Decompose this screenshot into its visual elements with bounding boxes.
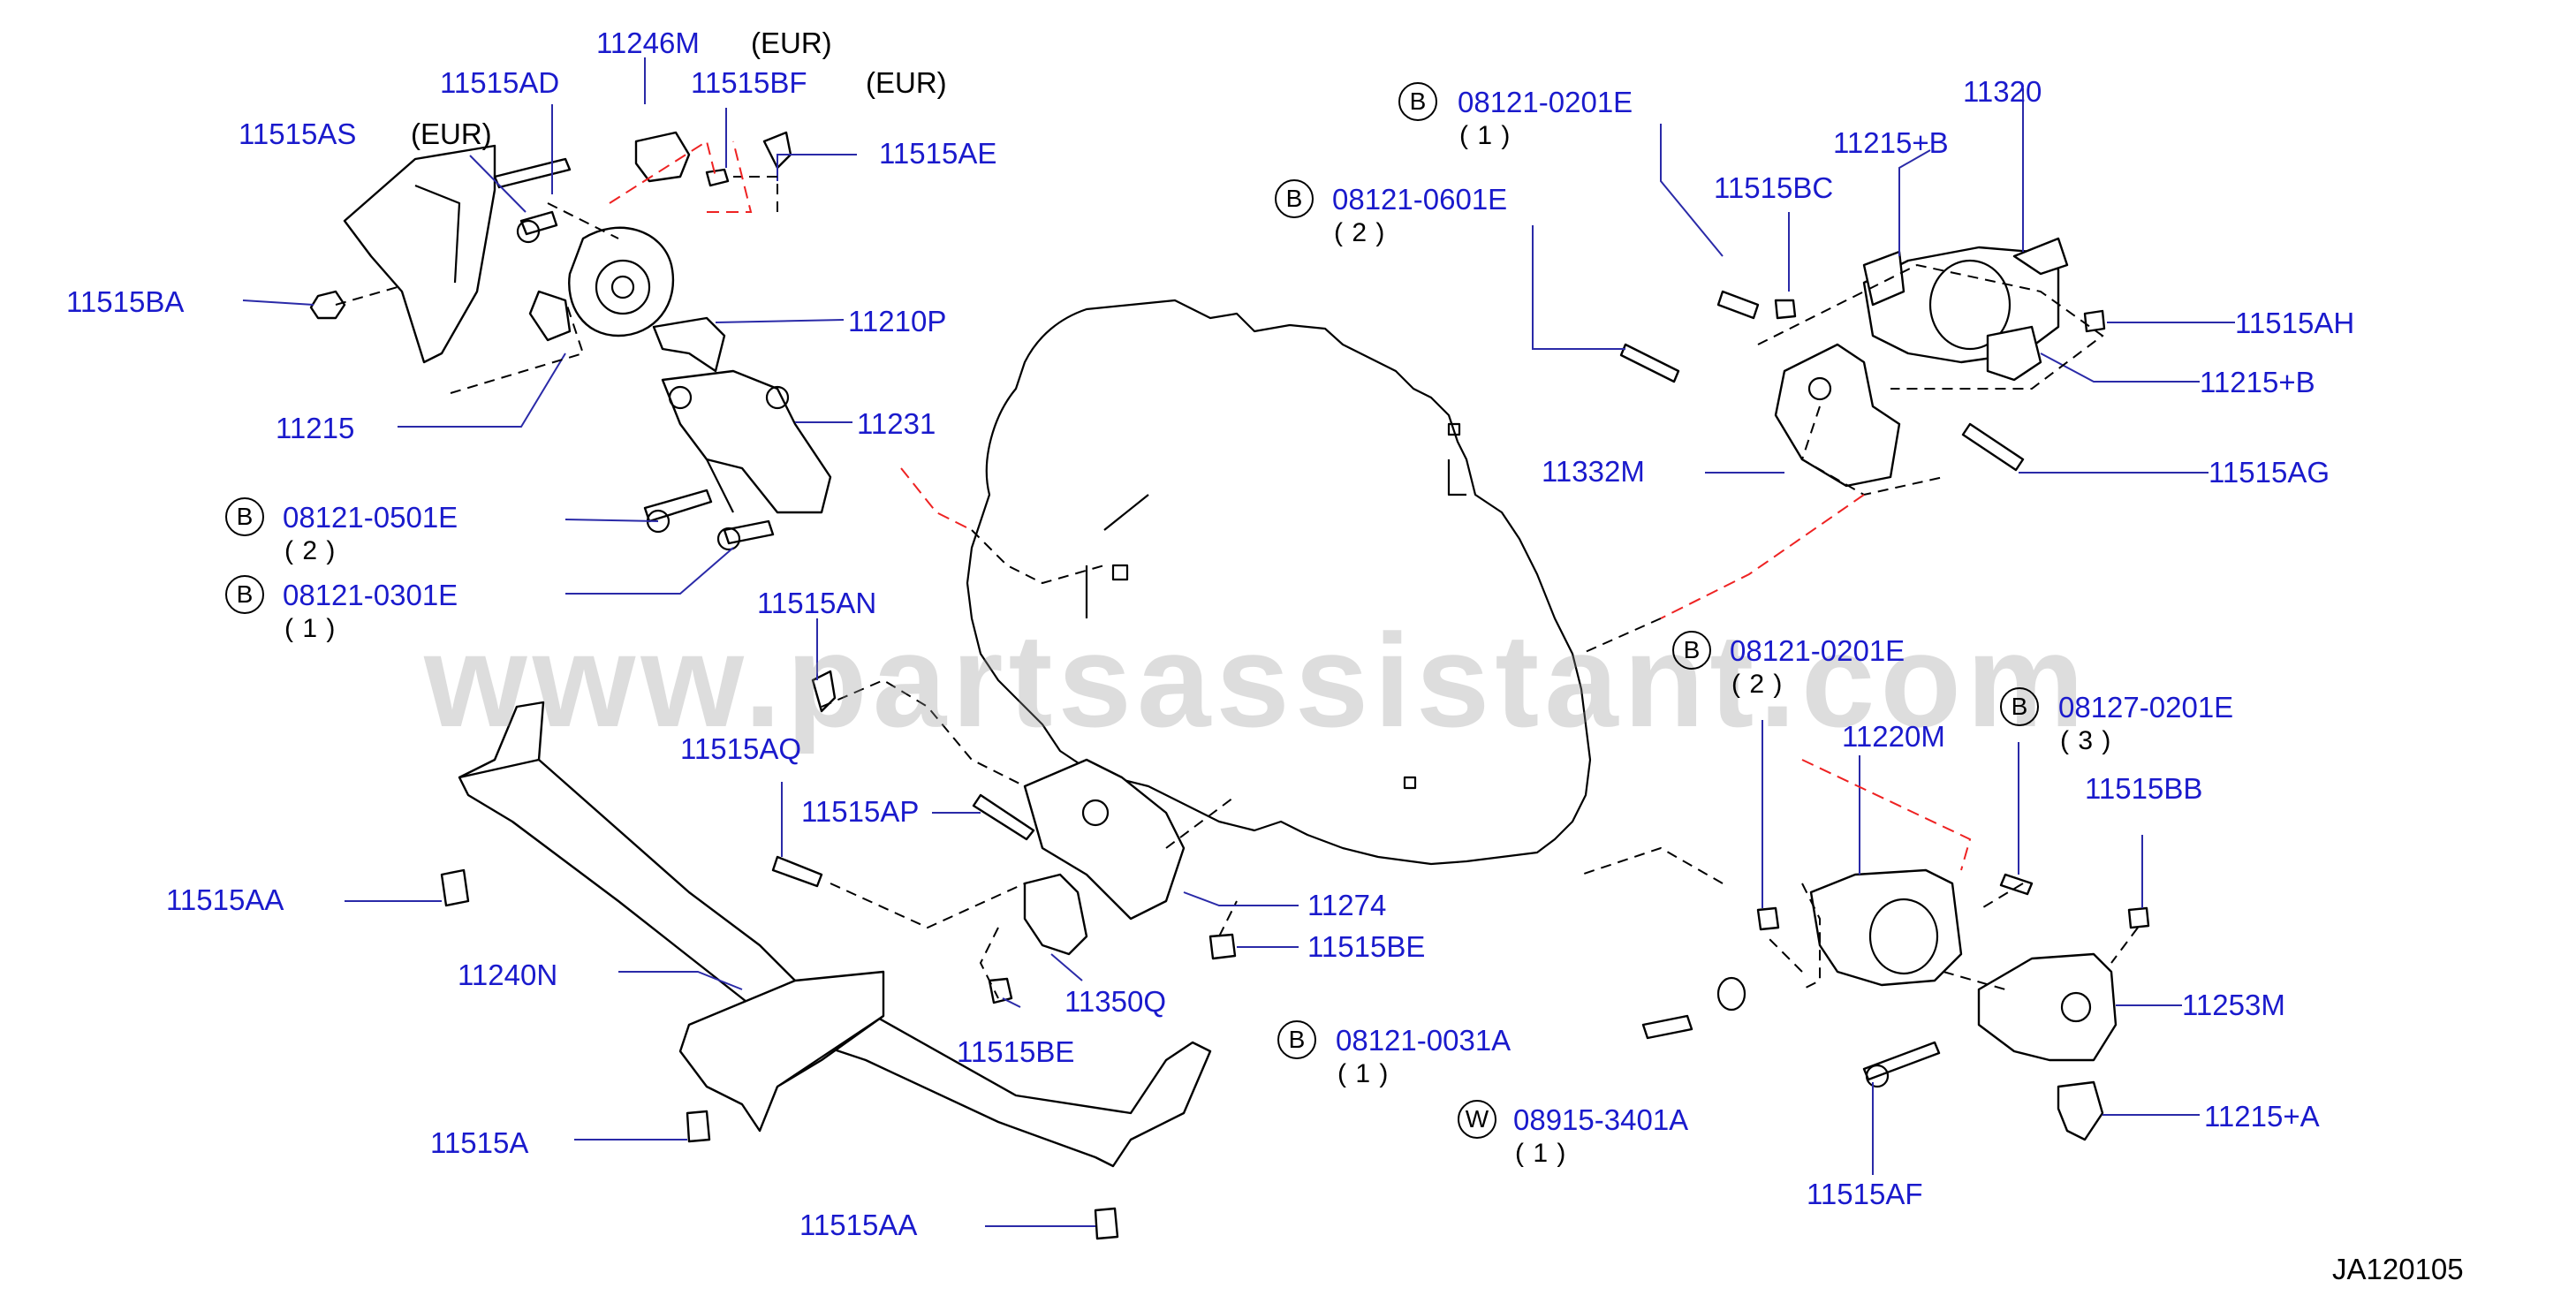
label-11246M[interactable]: 11246M	[596, 27, 700, 59]
bolt-type-badge: B	[1275, 179, 1314, 218]
quantity: ( 2 )	[1334, 218, 1386, 247]
label-11515AP[interactable]: 11515AP	[801, 795, 920, 828]
label-11231[interactable]: 11231	[857, 407, 936, 440]
diagram-code: JA120105	[2332, 1253, 2464, 1285]
label-11210P[interactable]: 11210P	[848, 305, 947, 337]
bracket-11253M-shape	[1977, 952, 2118, 1062]
label-08121-0031A[interactable]: 08121-0031A	[1336, 1024, 1512, 1057]
label-11515AQ[interactable]: 11515AQ	[680, 732, 801, 765]
note-eur: (EUR)	[411, 117, 492, 150]
label-11515BE[interactable]: 11515BE	[957, 1035, 1075, 1068]
bolt-type-badge: B	[1672, 631, 1711, 670]
label-11515AA[interactable]: 11515AA	[799, 1209, 918, 1241]
bolt-type-badge: B	[225, 575, 264, 614]
label-11515BF[interactable]: 11515BF	[691, 66, 807, 99]
quantity: ( 1 )	[1459, 121, 1512, 150]
bolt-type-badge: B	[2000, 687, 2039, 726]
label-11332M[interactable]: 11332M	[1542, 455, 1645, 488]
label-08915-3401A[interactable]: 08915-3401A	[1513, 1103, 1689, 1136]
label-11515AF[interactable]: 11515AF	[1807, 1178, 1923, 1210]
label-11240N[interactable]: 11240N	[458, 959, 558, 991]
bolt-type-badge: B	[1398, 82, 1437, 121]
label-11220M[interactable]: 11220M	[1842, 720, 1945, 753]
label-11215[interactable]: 11215	[276, 412, 355, 444]
quantity: ( 1 )	[1337, 1059, 1390, 1088]
label-08121-0501E[interactable]: 08121-0501E	[283, 501, 458, 534]
label-11515AD[interactable]: 11515AD	[440, 66, 560, 99]
label-11515BE[interactable]: 11515BE	[1307, 930, 1426, 963]
label-11515BB[interactable]: 11515BB	[2085, 772, 2203, 805]
quantity: ( 1 )	[1515, 1139, 1567, 1168]
label-11274[interactable]: 11274	[1307, 889, 1387, 921]
label-11515AA[interactable]: 11515AA	[166, 883, 284, 916]
note-eur: (EUR)	[866, 66, 947, 99]
bracket-11215-shape	[343, 144, 496, 364]
label-11215-a[interactable]: 11215+A	[2204, 1100, 2320, 1133]
quantity: ( 1 )	[284, 614, 337, 643]
label-11515BA[interactable]: 11515BA	[66, 285, 185, 318]
label-11253M[interactable]: 11253M	[2182, 989, 2285, 1021]
label-11515AN[interactable]: 11515AN	[757, 587, 877, 619]
note-eur: (EUR)	[751, 27, 832, 59]
engine-outline	[966, 299, 1592, 866]
bolt-type-badge: B	[1277, 1020, 1316, 1059]
label-11515A[interactable]: 11515A	[430, 1126, 529, 1159]
label-11515AE[interactable]: 11515AE	[879, 137, 997, 170]
quantity: ( 2 )	[1731, 670, 1784, 699]
label-11515AS[interactable]: 11515AS	[239, 117, 357, 150]
label-08121-0301E[interactable]: 08121-0301E	[283, 579, 458, 611]
quantity: ( 2 )	[284, 536, 337, 565]
label-11515AG[interactable]: 11515AG	[2209, 456, 2330, 489]
label-11215-b[interactable]: 11215+B	[2200, 366, 2315, 398]
label-08121-0601E[interactable]: 08121-0601E	[1332, 183, 1508, 216]
watermark: www.partsassistant.com	[424, 606, 2090, 754]
quantity: ( 3 )	[2060, 726, 2112, 755]
pulley-shape	[568, 226, 675, 337]
bracket-11231-shape	[661, 369, 832, 514]
bolt-type-badge: B	[225, 497, 264, 536]
mount-11220M-shape	[1809, 868, 1963, 987]
label-11215-b[interactable]: 11215+B	[1833, 126, 1949, 159]
label-11320[interactable]: 11320	[1963, 75, 2042, 108]
label-11515BC[interactable]: 11515BC	[1714, 171, 1834, 204]
washer-type-badge: W	[1458, 1100, 1496, 1139]
label-08121-0201E[interactable]: 08121-0201E	[1730, 634, 1905, 667]
label-11515AH[interactable]: 11515AH	[2235, 307, 2355, 339]
label-08127-0201E[interactable]: 08127-0201E	[2058, 691, 2234, 724]
label-08121-0201E[interactable]: 08121-0201E	[1458, 86, 1633, 118]
bracket-11332M-shape	[1774, 343, 1901, 488]
label-11350Q[interactable]: 11350Q	[1064, 985, 1166, 1018]
